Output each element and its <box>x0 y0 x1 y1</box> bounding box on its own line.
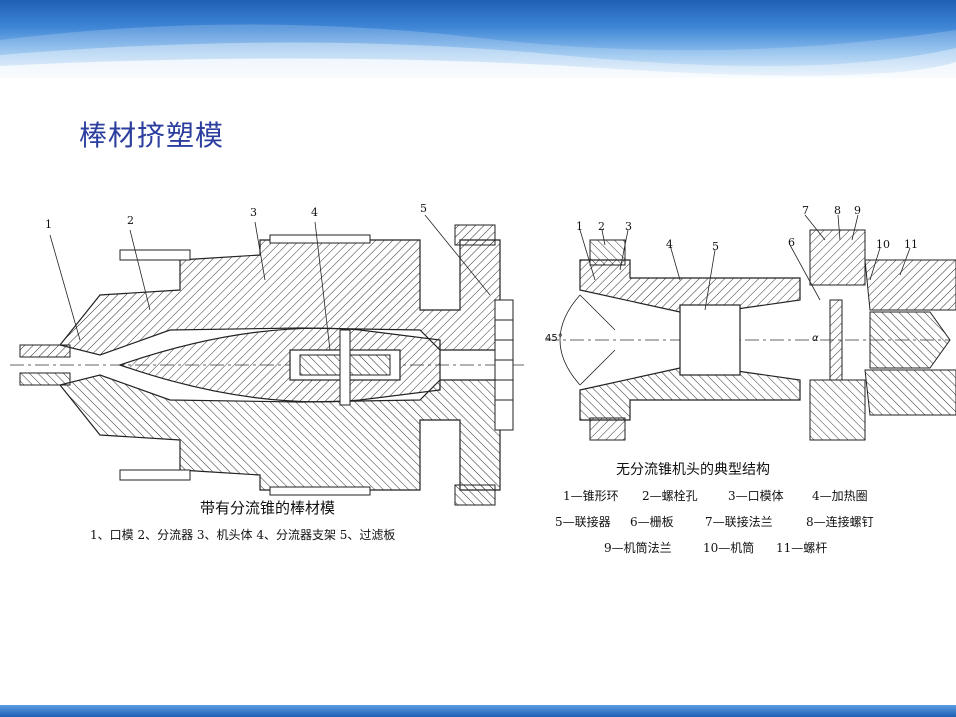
callout-1: 1 <box>576 220 583 233</box>
callout-1: 1 <box>45 218 52 231</box>
legend-item: 8—连接螺钉 <box>806 515 874 529</box>
right-die-drawing: 1 2 3 4 5 6 7 8 9 10 11 45° α <box>540 200 956 560</box>
left-die-drawing: 1 2 3 4 5 <box>0 200 530 560</box>
callout-7: 7 <box>802 204 809 217</box>
callout-2: 2 <box>598 220 605 233</box>
legend-item: 1—锥形环 <box>563 489 619 503</box>
legend-item: 5—联接器 <box>555 515 611 529</box>
callout-3: 3 <box>250 206 257 219</box>
callout-10: 10 <box>876 238 890 251</box>
header-banner <box>0 0 956 78</box>
left-die-diagram <box>10 214 525 506</box>
legend-item: 2—螺栓孔 <box>642 489 698 503</box>
legend-item: 9—机筒法兰 <box>604 541 672 555</box>
legend-item: 10—机筒 <box>703 541 755 555</box>
left-figure-legend: 1、口模 2、分流器 3、机头体 4、分流器支架 5、过滤板 <box>90 528 396 542</box>
callout-4: 4 <box>666 238 673 251</box>
callout-9: 9 <box>854 204 861 217</box>
callout-8: 8 <box>834 204 841 217</box>
right-die-diagram <box>545 214 956 441</box>
alpha-label: α <box>812 333 819 344</box>
banner-wave-decoration <box>0 24 956 78</box>
angle-45-label: 45° <box>545 333 563 344</box>
legend-item: 11—螺杆 <box>776 541 828 555</box>
callout-4: 4 <box>311 206 318 219</box>
legend-item: 6—栅板 <box>630 515 674 529</box>
left-figure-caption: 带有分流锥的棒材模 <box>200 499 336 517</box>
legend-item: 3—口模体 <box>728 489 784 503</box>
callout-11: 11 <box>904 238 918 251</box>
right-figure-caption: 无分流锥机头的典型结构 <box>616 462 770 478</box>
legend-item: 7—联接法兰 <box>705 515 773 529</box>
callout-6: 6 <box>788 236 795 249</box>
legend-item: 4—加热圈 <box>812 489 868 503</box>
page-title: 棒材挤塑模 <box>79 119 225 152</box>
footer-bar <box>0 705 956 717</box>
callout-2: 2 <box>127 214 134 227</box>
callout-5: 5 <box>712 240 719 253</box>
callout-5: 5 <box>420 202 427 215</box>
callout-3: 3 <box>625 220 632 233</box>
